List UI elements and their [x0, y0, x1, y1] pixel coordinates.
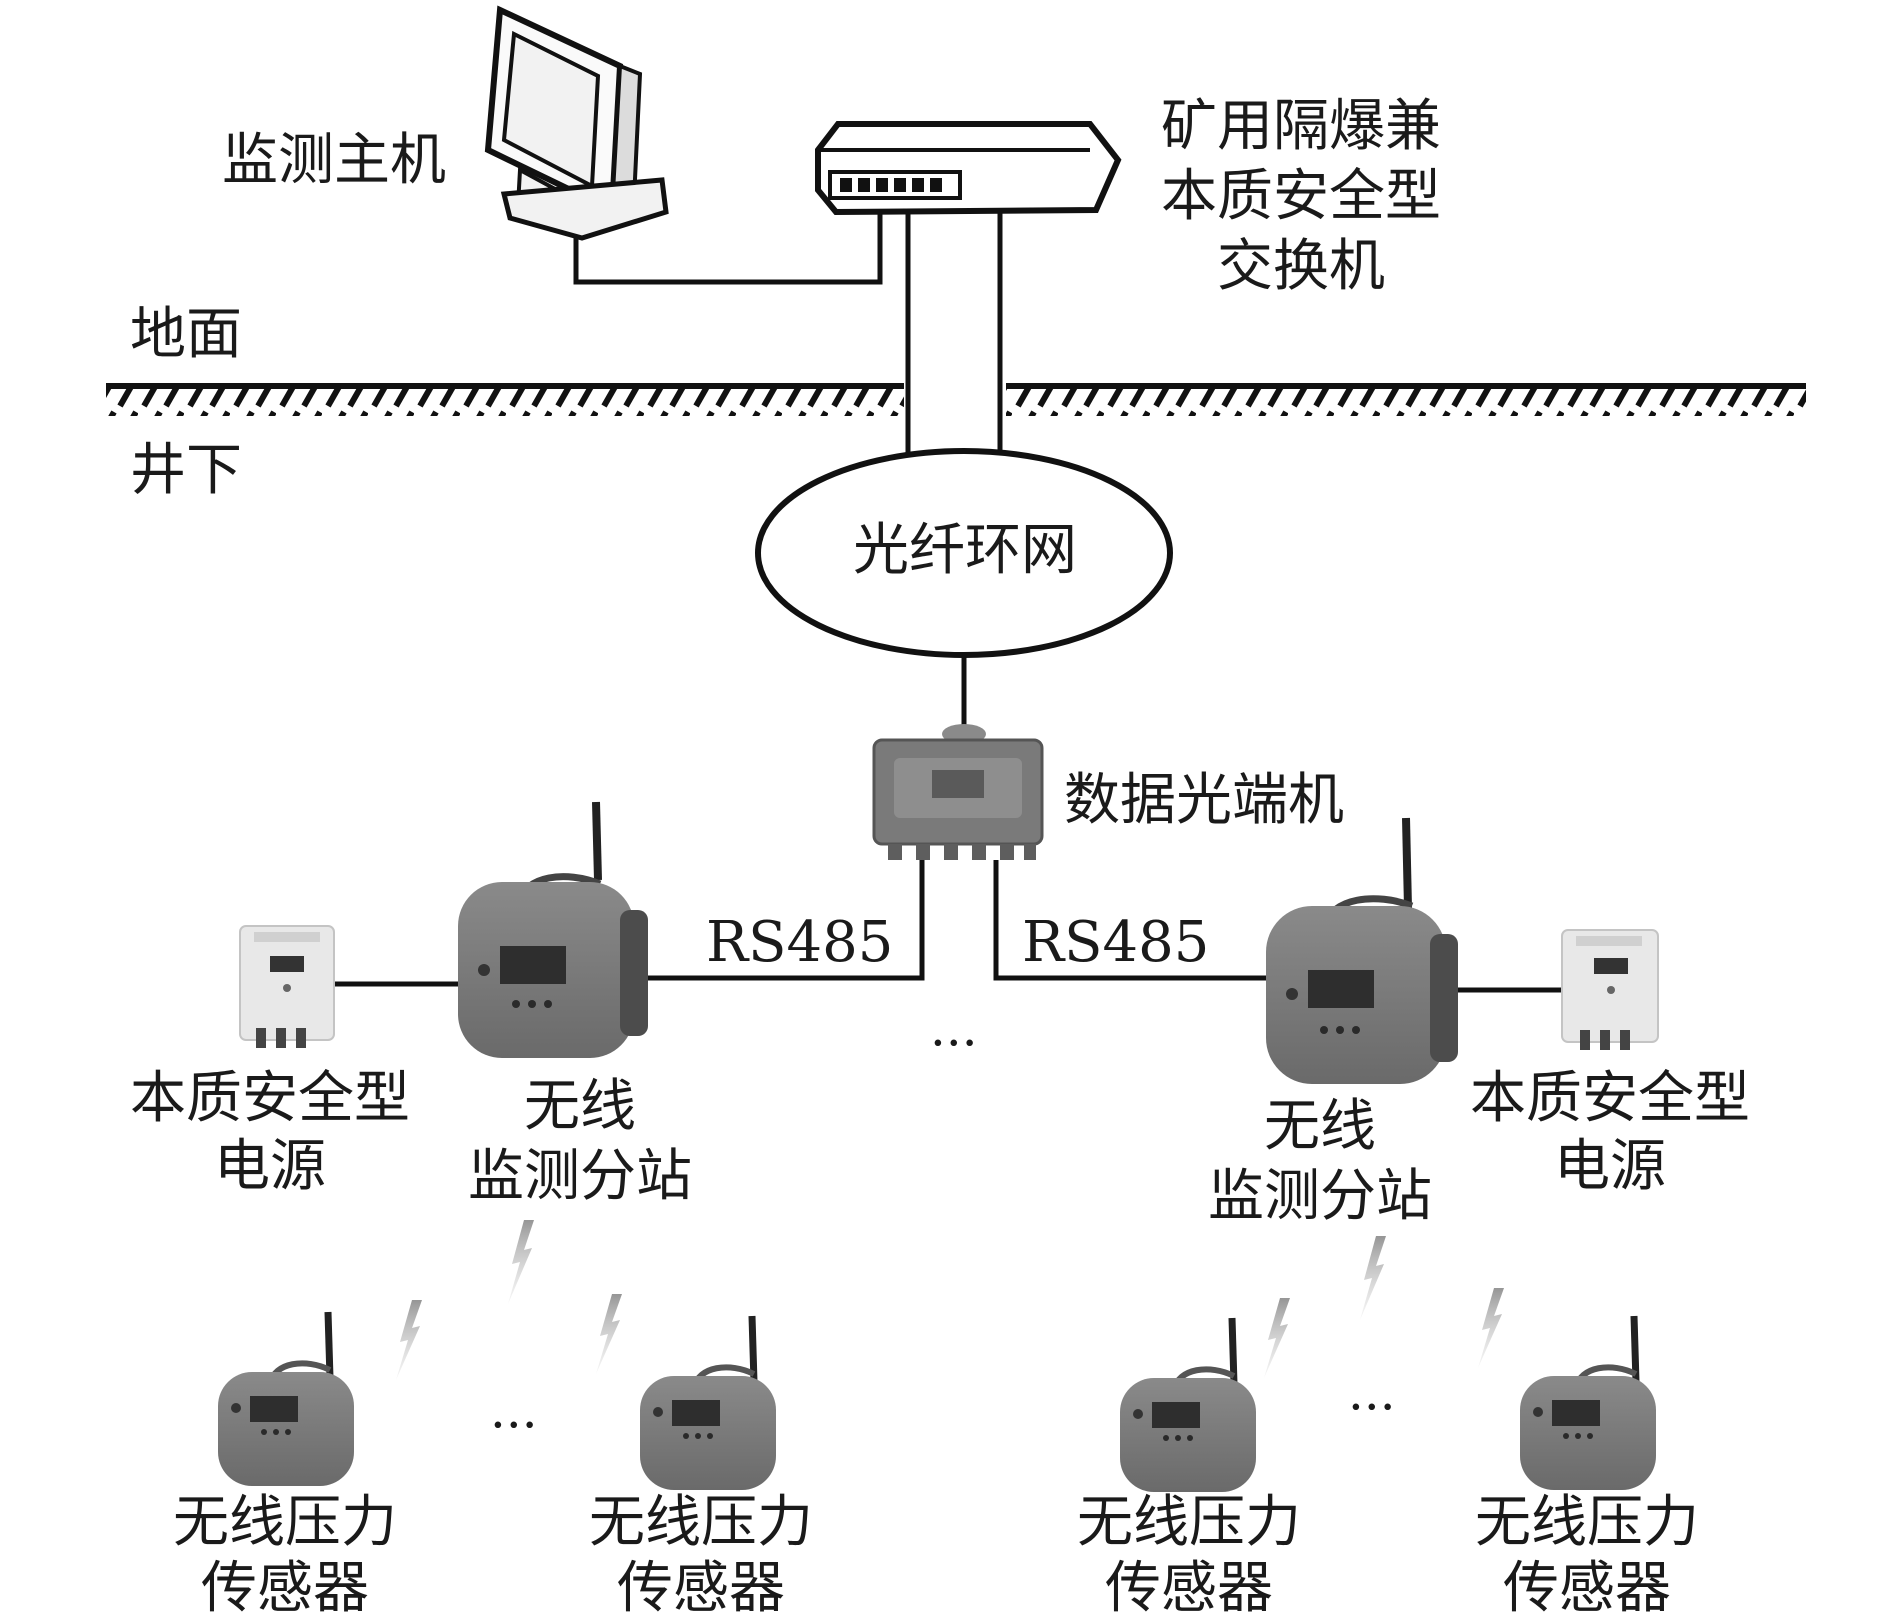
left-sensor-1-label-line2: 传感器: [201, 1556, 369, 1621]
middle-ellipsis: ···: [930, 1014, 978, 1072]
monitor-icon: [484, 5, 669, 241]
right-power-label-line1: 本质安全型: [1470, 1066, 1750, 1131]
right-sensor-2-label-line1: 无线压力: [1475, 1490, 1699, 1555]
rs485-left-label: RS485: [706, 910, 894, 975]
sensor-icon: [640, 1315, 776, 1490]
ground-line: [106, 383, 1806, 416]
right-substation-icon: [1266, 817, 1458, 1084]
sensor-icon: [1120, 1317, 1256, 1492]
left-substation-label-line1: 无线: [524, 1074, 636, 1139]
left-sensor-ellipsis: ···: [490, 1396, 538, 1454]
switch-ports: [828, 170, 962, 200]
rs485-right-link: [993, 860, 1272, 981]
right-sensor-ellipsis: ···: [1348, 1378, 1396, 1436]
host-switch-cable: [573, 212, 883, 285]
optical-terminal-icon: [872, 724, 1044, 860]
right-power-supply-icon: [1561, 929, 1659, 1050]
wireless-signals: [396, 1220, 1504, 1380]
right-substation-label-line2: 监测分站: [1208, 1164, 1432, 1229]
switch-label-line3: 交换机: [1217, 234, 1385, 299]
right-sensor-2-label-line2: 传感器: [1503, 1556, 1671, 1621]
left-sensor-1-label-line1: 无线压力: [173, 1490, 397, 1555]
lightning-icon: [1360, 1236, 1386, 1320]
switch-label-line1: 矿用隔爆兼: [1161, 94, 1441, 159]
right-substation-label-line1: 无线: [1264, 1094, 1376, 1159]
sensor-icon: [218, 1311, 354, 1486]
host-label: 监测主机: [222, 128, 446, 193]
ground-label: 地面: [130, 302, 242, 367]
right-sensor-1-label-line2: 传感器: [1105, 1556, 1273, 1621]
sensor-icon: [1520, 1315, 1656, 1490]
lightning-icon: [1264, 1298, 1290, 1378]
rs485-left-link: [636, 860, 925, 981]
lightning-icon: [396, 1300, 422, 1380]
left-substation-label-line2: 监测分站: [468, 1144, 692, 1209]
optical-terminal-label: 数据光端机: [1064, 768, 1344, 833]
left-sensor-2-label-line2: 传感器: [617, 1556, 785, 1621]
lightning-icon: [596, 1294, 622, 1374]
rs485-right-label: RS485: [1022, 910, 1210, 975]
lightning-icon: [1478, 1288, 1504, 1368]
fiber-trunk: [905, 212, 1003, 458]
right-power-label-line2: 电源: [1554, 1134, 1666, 1199]
left-power-label-line2: 电源: [214, 1134, 326, 1199]
right-sensor-1-label-line1: 无线压力: [1077, 1490, 1301, 1555]
ring-label: 光纤环网: [853, 518, 1077, 583]
left-power-supply-icon: [239, 925, 335, 1048]
left-sensor-2-label-line1: 无线压力: [589, 1490, 813, 1555]
underground-label: 井下: [130, 438, 242, 503]
lightning-icon: [508, 1220, 534, 1304]
switch-label-line2: 本质安全型: [1161, 164, 1441, 229]
left-substation-icon: [458, 801, 648, 1058]
switch-icon: [815, 121, 1122, 216]
left-power-label-line1: 本质安全型: [130, 1066, 410, 1131]
